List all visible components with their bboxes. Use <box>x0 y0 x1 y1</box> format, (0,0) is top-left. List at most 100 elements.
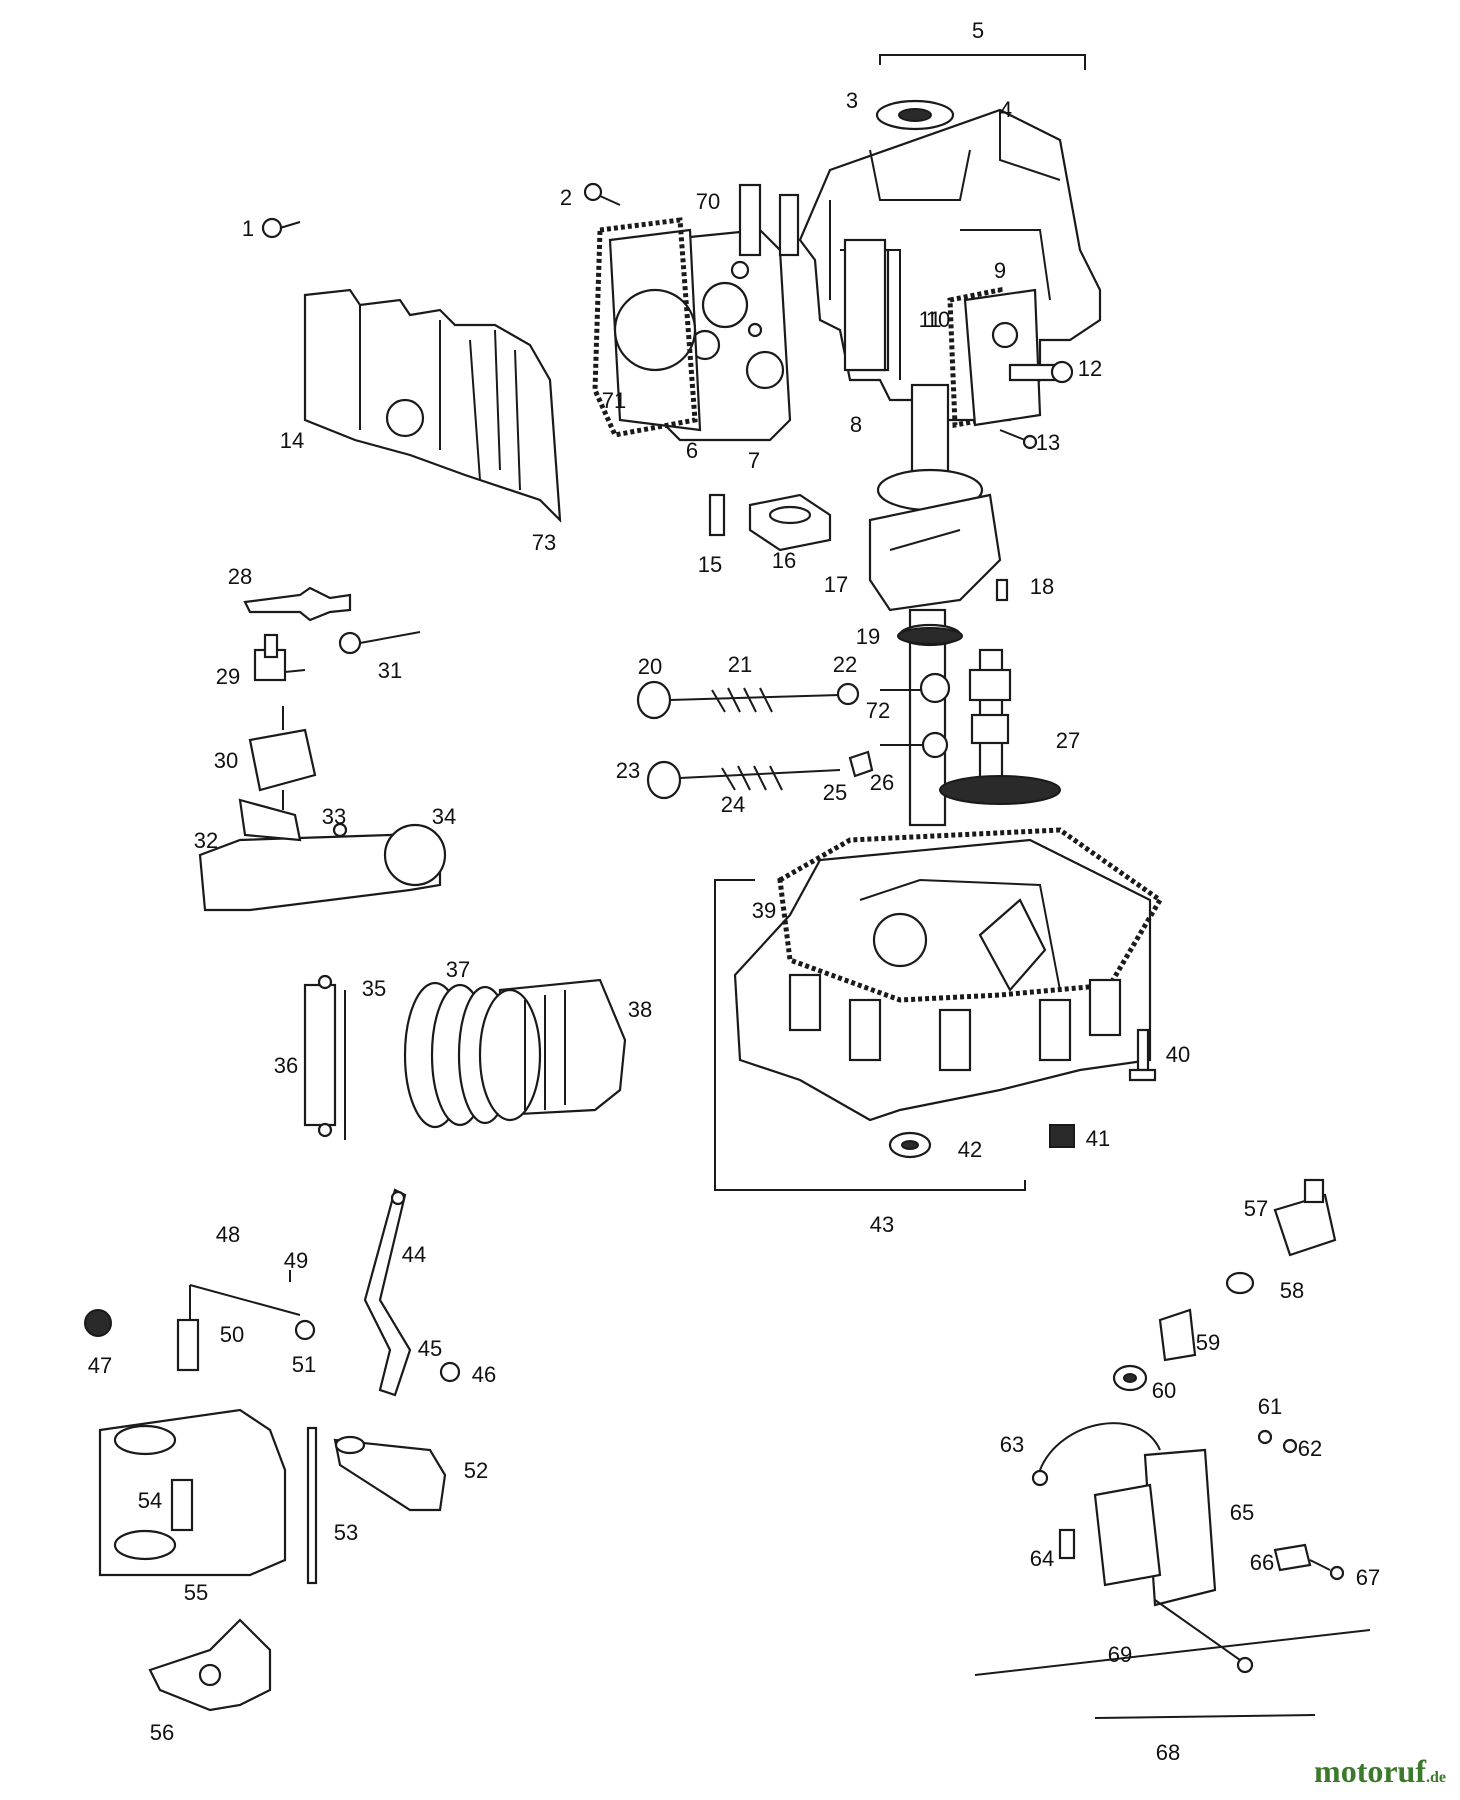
part-label-55: 55 <box>184 1580 208 1605</box>
part-30-cylinder <box>248 706 317 810</box>
part-label-64: 64 <box>1030 1546 1054 1571</box>
part-label-66: 66 <box>1250 1550 1274 1575</box>
part-label-17: 17 <box>824 572 848 597</box>
part-label-72: 72 <box>866 698 890 723</box>
part-label-48: 48 <box>216 1222 240 1247</box>
part-label-57: 57 <box>1244 1196 1268 1221</box>
sump-bracket <box>714 879 1026 1191</box>
part-31-bolt <box>338 631 421 655</box>
part-label-22: 22 <box>833 652 857 677</box>
part-label-14: 14 <box>280 428 304 453</box>
connecting-rod <box>198 798 447 912</box>
part-label-19: 19 <box>856 624 880 649</box>
part-label-36: 36 <box>274 1053 298 1078</box>
watermark-name: motoruf <box>1314 1753 1426 1789</box>
part-label-5: 5 <box>972 18 984 43</box>
part-label-35: 35 <box>362 976 386 1001</box>
part-label-1: 1 <box>242 216 254 241</box>
part-53-rod <box>306 1426 318 1585</box>
part-label-3: 3 <box>846 88 858 113</box>
part-label-8: 8 <box>850 412 862 437</box>
part-label-45: 45 <box>418 1336 442 1361</box>
part-label-23: 23 <box>616 758 640 783</box>
part-label-65: 65 <box>1230 1500 1254 1525</box>
piston-pin <box>303 974 346 1140</box>
part-label-16: 16 <box>772 548 796 573</box>
part-label-53: 53 <box>334 1520 358 1545</box>
intake-valve <box>636 680 860 720</box>
part-label-54: 54 <box>138 1488 162 1513</box>
part-label-50: 50 <box>220 1322 244 1347</box>
part-56-bracket <box>148 1618 272 1712</box>
motoruf-watermark: motoruf.de <box>1314 1753 1446 1790</box>
part-29-fitting <box>253 633 306 682</box>
part-label-26: 26 <box>870 770 894 795</box>
part-label-67: 67 <box>1356 1565 1380 1590</box>
part-68-rod <box>1094 1714 1316 1719</box>
part-44-lever <box>363 1188 412 1397</box>
part-2-screw <box>583 182 621 206</box>
part-66-67-clip <box>1273 1543 1345 1581</box>
part-label-18: 18 <box>1030 574 1054 599</box>
cylinder-head-assembly <box>608 183 800 442</box>
part-label-46: 46 <box>472 1362 496 1387</box>
cylinder-head-14 <box>303 288 562 523</box>
part-label-43: 43 <box>870 1212 894 1237</box>
part-label-40: 40 <box>1166 1042 1190 1067</box>
part-label-44: 44 <box>402 1242 426 1267</box>
part-label-71: 71 <box>602 388 626 413</box>
part-label-25: 25 <box>823 780 847 805</box>
part-label-73: 73 <box>532 530 556 555</box>
watermark-tld: .de <box>1426 1769 1446 1786</box>
tappets <box>880 672 951 759</box>
part-15-key <box>708 493 726 537</box>
part-52-arm <box>333 1435 447 1512</box>
part-label-12: 12 <box>1078 356 1102 381</box>
part-13-screw <box>999 429 1038 450</box>
part-label-20: 20 <box>638 654 662 679</box>
part-57-switch <box>1273 1178 1337 1257</box>
part-label-6: 6 <box>686 438 698 463</box>
camshaft <box>939 648 1061 805</box>
part-label-30: 30 <box>214 748 238 773</box>
piston <box>478 978 627 1122</box>
part-40-bolt <box>1128 1028 1157 1082</box>
part-label-61: 61 <box>1258 1394 1282 1419</box>
part-label-15: 15 <box>698 552 722 577</box>
part-61-62-screws <box>1257 1429 1298 1454</box>
part-69-rod <box>974 1629 1371 1676</box>
part-label-4: 4 <box>1000 97 1012 122</box>
part-label-70: 70 <box>696 189 720 214</box>
part-label-63: 63 <box>1000 1432 1024 1457</box>
part-label-10: 10 <box>926 307 950 332</box>
part-label-27: 27 <box>1056 728 1080 753</box>
part-label-33: 33 <box>322 804 346 829</box>
part-63-wire <box>1031 1422 1161 1487</box>
part-64-spring <box>1058 1528 1076 1560</box>
part-label-49: 49 <box>284 1248 308 1273</box>
part-18-key <box>995 578 1009 602</box>
part-label-9: 9 <box>994 258 1006 283</box>
part-label-42: 42 <box>958 1137 982 1162</box>
part-59-plate <box>1158 1308 1197 1362</box>
part-42-seal <box>888 1131 932 1159</box>
part-label-21: 21 <box>728 652 752 677</box>
part-58-washer <box>1225 1271 1255 1295</box>
part-label-34: 34 <box>432 804 456 829</box>
part-label-24: 24 <box>721 792 745 817</box>
oil-sump <box>733 827 1164 1122</box>
part-label-58: 58 <box>1280 1278 1304 1303</box>
part-28-fitting <box>243 586 352 622</box>
part-label-52: 52 <box>464 1458 488 1483</box>
part-41-plug <box>1049 1124 1075 1148</box>
part-label-68: 68 <box>1156 1740 1180 1765</box>
part-46-nut <box>439 1361 461 1383</box>
block-bracket <box>879 54 1086 70</box>
part-65-switch-assembly <box>1093 1448 1254 1674</box>
part-label-11: 11 <box>919 307 942 332</box>
part-1-screw <box>261 217 301 239</box>
governor-shaft <box>176 1284 316 1372</box>
part-label-51: 51 <box>292 1352 316 1377</box>
part-label-59: 59 <box>1196 1330 1220 1355</box>
